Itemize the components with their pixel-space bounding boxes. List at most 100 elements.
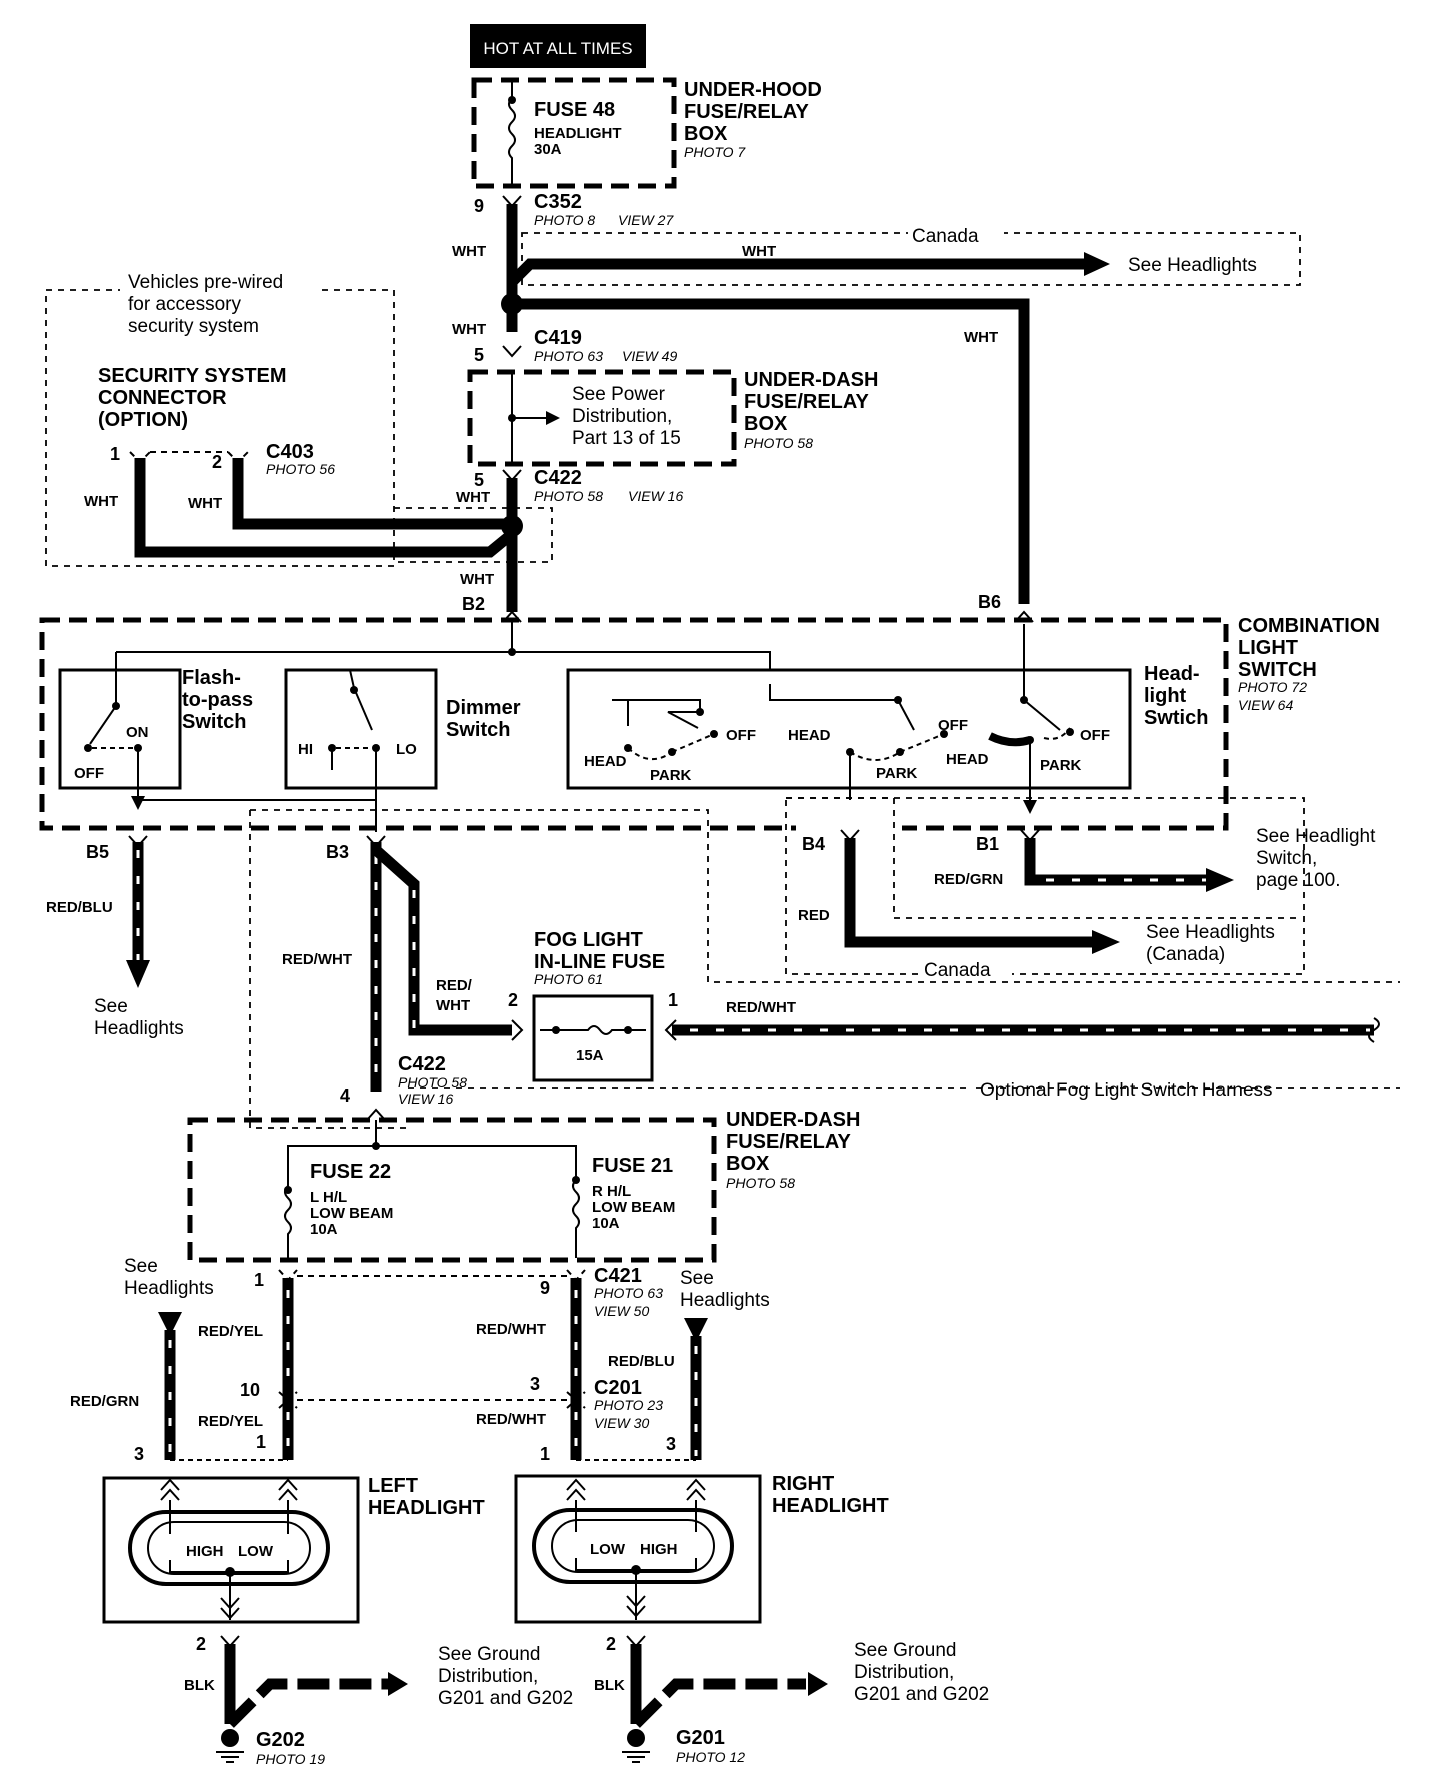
g201-see-3: G201 and G202 (854, 1684, 989, 1705)
fuse22-symbol (284, 1185, 292, 1258)
flash-off: OFF (74, 765, 104, 782)
underdash2-title-1: UNDER-DASH (726, 1109, 860, 1131)
underdash-bottom-bus (287, 1120, 577, 1190)
underdash-photo: PHOTO 58 (744, 435, 813, 451)
b1-arrow (1206, 868, 1234, 892)
b1-see-1: See Headlight (1256, 826, 1376, 847)
wht-label-3: WHT (456, 489, 490, 506)
fog-pin1: 1 (668, 990, 678, 1010)
wht-label-1: WHT (452, 243, 486, 260)
c422-bottom-name: C422 (398, 1053, 446, 1075)
left-gnd-pin: 2 (196, 1634, 206, 1654)
c422-top-view: VIEW 16 (628, 488, 683, 504)
see-power-2: Distribution, (572, 406, 672, 427)
right-low-label: LOW (590, 1541, 626, 1558)
security-wire-2 (232, 458, 512, 530)
b4-pin: B4 (802, 834, 825, 854)
fuse22-rating: 10A (310, 1221, 338, 1238)
fuse48-node (508, 96, 516, 104)
c419-photo: PHOTO 63 (534, 348, 603, 364)
g202-see-1: See Ground (438, 1644, 540, 1665)
canada-top-see: See Headlights (1128, 255, 1257, 276)
underdash-top-arrow (546, 411, 560, 425)
security-note-2: for accessory (128, 294, 241, 315)
b2-pin: B2 (462, 594, 485, 614)
left-pin10: 10 (240, 1380, 260, 1400)
right-pin1: 1 (540, 1444, 550, 1464)
g202-symbol (221, 1729, 239, 1747)
fog-title-2: IN-LINE FUSE (534, 951, 665, 973)
splice-lower (501, 515, 523, 537)
right-ground-branch (632, 1678, 806, 1728)
hlsw-park-arc (988, 732, 1032, 747)
right-see-2: Headlights (680, 1290, 770, 1311)
flash-name-2: to-pass (182, 689, 253, 711)
hlsw-head-2: HEAD (788, 727, 831, 744)
hlsw-off-1: OFF (726, 727, 756, 744)
fog-title-1: FOG LIGHT (534, 929, 643, 951)
hlsw-name-3: Swtich (1144, 707, 1208, 729)
right-hl-title-2: HEADLIGHT (772, 1495, 889, 1517)
c201-photo: PHOTO 23 (594, 1397, 663, 1413)
flash-to-pass-switch (58, 668, 182, 790)
hlsw-off-3: OFF (1080, 727, 1110, 744)
canada-top-wire (508, 258, 1088, 286)
fog-fuse-symbol (540, 1025, 646, 1035)
combo-title-3: SWITCH (1238, 659, 1317, 681)
right-blk-label: BLK (594, 1677, 625, 1694)
dimmer-name-1: Dimmer (446, 697, 521, 719)
fog-wire-right-label: RED/WHT (726, 999, 796, 1016)
left-hl-title-1: LEFT (368, 1475, 418, 1497)
underdash-top-wire (511, 372, 546, 462)
fog-fuse-box (532, 994, 654, 1082)
underdash-box-top (467, 369, 737, 467)
c422-top-name: C422 (534, 467, 582, 489)
hot-at-all-times-badge (470, 24, 646, 68)
c403-pin1: 1 (110, 444, 120, 464)
wht-label-6: WHT (460, 571, 494, 588)
c352-name: C352 (534, 191, 582, 213)
underhood-title-2: FUSE/RELAY (684, 101, 810, 123)
dimmer-switch (284, 668, 438, 790)
left-blk-label: BLK (184, 1677, 215, 1694)
left-high-arrow (158, 1312, 182, 1336)
left-pin3: 3 (134, 1444, 144, 1464)
left-see-1: See (124, 1256, 158, 1277)
wht-label-2: WHT (452, 321, 486, 338)
flash-on: ON (126, 724, 149, 741)
fog-optional-region (249, 809, 1400, 1129)
dimmer-hi: HI (298, 741, 313, 758)
c421-photo: PHOTO 63 (594, 1285, 663, 1301)
underdash2-title-2: FUSE/RELAY (726, 1131, 852, 1153)
hlsw-off-2: OFF (938, 717, 968, 734)
hot-at-all-times-label: HOT AT ALL TIMES (483, 39, 632, 58)
wht-label-4: WHT (84, 493, 118, 510)
hlsw-head-1: HEAD (584, 753, 627, 770)
c419-view: VIEW 49 (622, 348, 677, 364)
fuse48-name: FUSE 48 (534, 99, 615, 121)
g201-see-1: See Ground (854, 1640, 956, 1661)
fuse21-desc-2: LOW BEAM (592, 1199, 675, 1216)
combo-title-2: LIGHT (1238, 637, 1298, 659)
b5-arrow (126, 960, 150, 988)
security-region-ext (394, 507, 553, 563)
b4-wire (844, 838, 1096, 948)
left-yel-label-2: RED/YEL (198, 1413, 263, 1430)
c422-bottom-view: VIEW 16 (398, 1091, 453, 1107)
b6-pin: B6 (978, 592, 1001, 612)
combo-photo: PHOTO 72 (1238, 679, 1307, 695)
fuse48-desc: HEADLIGHT (534, 125, 622, 142)
underhood-photo: PHOTO 7 (684, 144, 746, 160)
left-low-label: LOW (238, 1543, 274, 1560)
g201-name: G201 (676, 1727, 725, 1749)
right-ground-arrow (808, 1672, 828, 1696)
b4-arrow (1092, 930, 1120, 954)
c422-top-pin: 5 (474, 470, 484, 490)
c421-name: C421 (594, 1265, 642, 1287)
right-gnd-pin: 2 (606, 1634, 616, 1654)
b4-wire-label: RED (798, 907, 830, 924)
canada-top-label: Canada (912, 226, 979, 247)
c422-top-photo: PHOTO 58 (534, 488, 603, 504)
c403-connector (129, 451, 249, 464)
